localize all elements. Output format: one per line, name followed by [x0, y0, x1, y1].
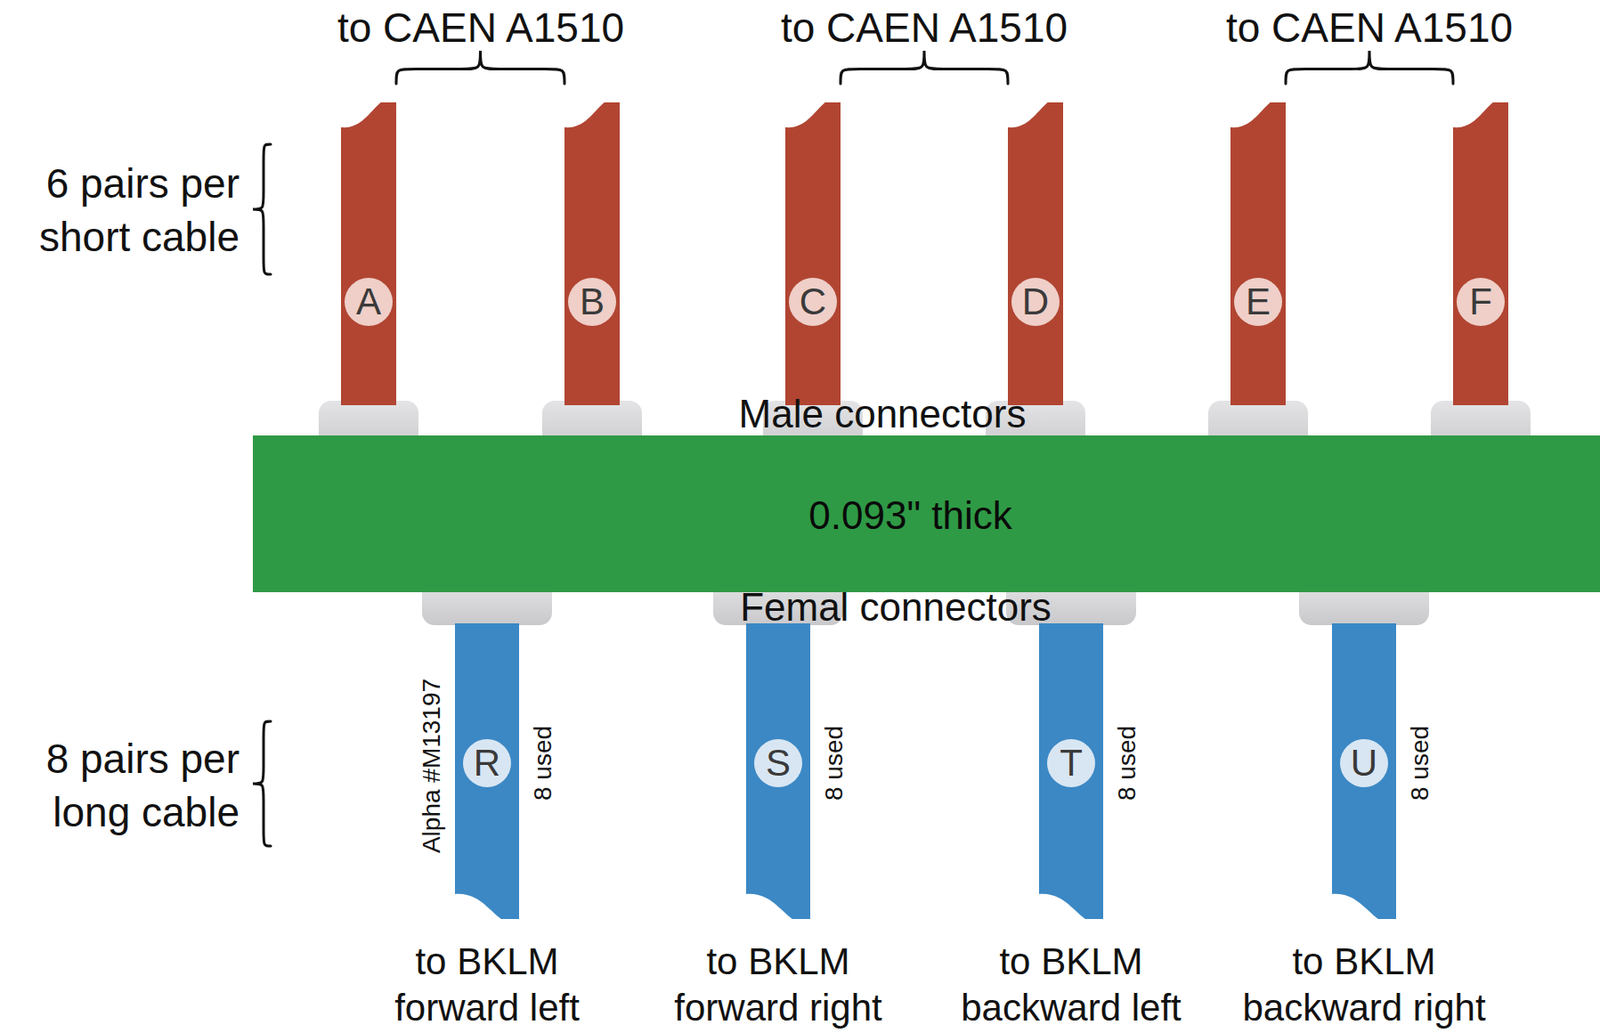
destination-label: to CAEN A1510: [1226, 3, 1513, 53]
cable-body: [1007, 102, 1064, 406]
cable-letter: B: [568, 277, 617, 326]
cable-letter: T: [1047, 739, 1096, 788]
connector-label: Male connectors: [739, 389, 1027, 438]
used-count: 8 used: [819, 725, 850, 801]
cable-letter: U: [1340, 739, 1389, 788]
cable-body: [1230, 102, 1286, 406]
cable-letter: E: [1234, 277, 1283, 326]
cable: C: [785, 102, 841, 406]
pair-count-note: 6 pairs per short cable: [2, 156, 240, 264]
cable: D: [1007, 102, 1064, 406]
used-count: 8 used: [527, 725, 559, 801]
cable: F: [1453, 102, 1509, 406]
curly-brace: [252, 721, 271, 846]
used-count: 8 used: [1405, 725, 1436, 801]
cable: U: [1331, 623, 1397, 919]
cable-body: [564, 102, 620, 406]
cable: E: [1230, 102, 1286, 406]
cable-body: [1453, 102, 1509, 406]
pair-count-note: 8 pairs per long cable: [2, 731, 240, 839]
destination-label: to BKLM forward left: [357, 938, 617, 1032]
curly-brace: [1285, 50, 1454, 84]
cable-letter: R: [462, 739, 512, 788]
circuit-board: 0.093" thick: [252, 435, 1600, 593]
destination-label: to CAEN A1510: [337, 3, 625, 53]
cable-letter: C: [788, 277, 837, 326]
destination-label: to BKLM forward right: [649, 938, 908, 1032]
destination-label: to CAEN A1510: [780, 3, 1068, 53]
cable-body: [341, 102, 397, 406]
cable-letter: D: [1011, 277, 1060, 326]
destination-label: to BKLM backward left: [942, 938, 1201, 1032]
connector-label: Femal connectors: [739, 583, 1052, 631]
cable-letter: A: [344, 277, 393, 326]
cable-letter: S: [754, 739, 803, 788]
curly-brace: [252, 144, 271, 275]
curly-brace: [840, 50, 1008, 84]
cable: T: [1039, 623, 1104, 919]
cable: B: [564, 102, 620, 406]
cable: A: [341, 102, 397, 406]
cable: S: [746, 623, 811, 919]
curly-brace: [396, 50, 565, 84]
thickness-label: 0.093" thick: [808, 493, 1012, 538]
part-number: Alpha #M13197: [416, 678, 447, 853]
used-count: 8 used: [1112, 725, 1143, 801]
cable-body: [785, 102, 841, 406]
cable-letter: F: [1456, 277, 1505, 326]
destination-label: to BKLM backward right: [1234, 938, 1494, 1032]
cable: R: [454, 623, 520, 919]
